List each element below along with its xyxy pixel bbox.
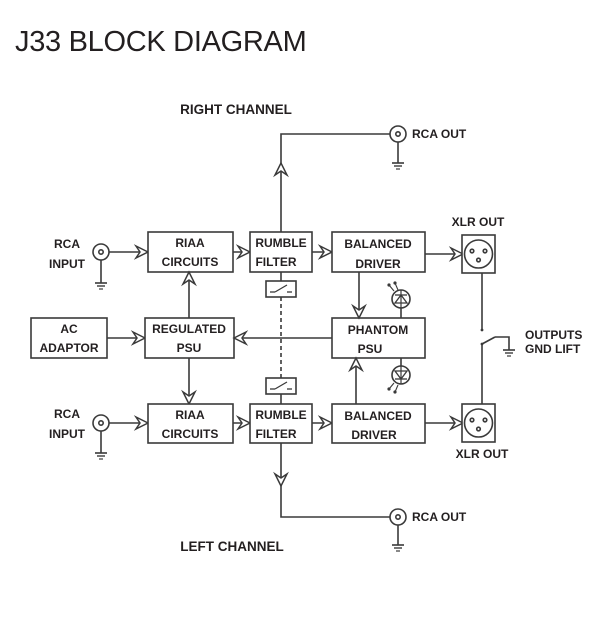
rumble-filter-block: RUMBLE FILTER [249,231,313,273]
xlr-out-connector-icon [461,234,496,274]
ac-adaptor-block: AC ADAPTOR [30,317,108,359]
balanced-driver-block: BALANCED DRIVER [331,403,426,444]
riaa-circuits-block: RIAA CIRCUITS [147,403,234,444]
led-indicator-icon [387,281,411,318]
svg-text:ADAPTOR: ADAPTOR [39,341,98,355]
svg-text:FILTER: FILTER [255,255,296,269]
rca-out-jack-icon [389,508,407,552]
gnd-lift-label-line2: GND LIFT [525,342,581,356]
svg-text:CIRCUITS: CIRCUITS [162,255,219,269]
rca-input-jack-icon [92,414,110,460]
svg-text:RUMBLE: RUMBLE [255,408,306,422]
rumble-switch-icon[interactable] [265,377,297,395]
rumble-switch-icon[interactable] [265,280,297,298]
rca-out-label: RCA OUT [412,510,467,524]
rca-input-label-line1: RCA [54,407,80,421]
rca-input-label-line2: INPUT [49,257,86,271]
phantom-psu-block: PHANTOM PSU [331,317,426,359]
led-indicator-icon [387,358,411,394]
rca-input-label-line1: RCA [54,237,80,251]
rca-input-label-line2: INPUT [49,427,86,441]
gnd-lift-switch-icon[interactable] [480,273,516,404]
svg-text:PSU: PSU [177,341,202,355]
svg-text:BALANCED: BALANCED [344,237,412,251]
gnd-lift-label-line1: OUTPUTS [525,328,582,342]
diagram-title: J33 BLOCK DIAGRAM [15,26,307,58]
xlr-out-label: XLR OUT [456,447,509,461]
svg-text:RUMBLE: RUMBLE [255,236,306,250]
rca-out-jack-icon [389,125,407,170]
svg-text:FILTER: FILTER [255,427,296,441]
left-channel-label: LEFT CHANNEL [180,539,284,554]
arrow-icon [351,303,367,320]
svg-text:BALANCED: BALANCED [344,409,412,423]
svg-text:PHANTOM: PHANTOM [348,323,408,337]
right-channel-label: RIGHT CHANNEL [180,102,292,117]
svg-text:DRIVER: DRIVER [355,257,401,271]
arrow-icon [273,471,289,488]
power-section: AC ADAPTOR REGULATED PSU PHANTOM PSU [30,270,582,406]
svg-text:CIRCUITS: CIRCUITS [162,427,219,441]
arrow-icon [181,270,197,287]
left-channel: RCA INPUT RIAA CIRCUITS RUMBLE FILTER [49,403,509,552]
svg-text:RIAA: RIAA [175,408,205,422]
rca-out-label: RCA OUT [412,127,467,141]
svg-text:REGULATED: REGULATED [152,322,226,336]
svg-text:DRIVER: DRIVER [351,428,397,442]
rca-input-jack-icon [92,243,110,290]
balanced-driver-block: BALANCED DRIVER [331,231,426,273]
arrow-icon [348,356,364,373]
svg-text:PSU: PSU [358,342,383,356]
rumble-filter-block: RUMBLE FILTER [249,403,313,444]
svg-text:RIAA: RIAA [175,236,205,250]
arrow-icon [273,161,289,178]
svg-text:AC: AC [60,322,78,336]
arrow-icon [181,389,197,406]
xlr-out-label: XLR OUT [452,215,505,229]
arrow-icon [232,330,249,346]
right-channel: RCA INPUT RIAA CIRCUITS RUMBLE FILTER [49,125,505,290]
regulated-psu-block: REGULATED PSU [144,317,235,359]
riaa-circuits-block: RIAA CIRCUITS [147,231,234,273]
xlr-out-connector-icon [461,403,496,443]
